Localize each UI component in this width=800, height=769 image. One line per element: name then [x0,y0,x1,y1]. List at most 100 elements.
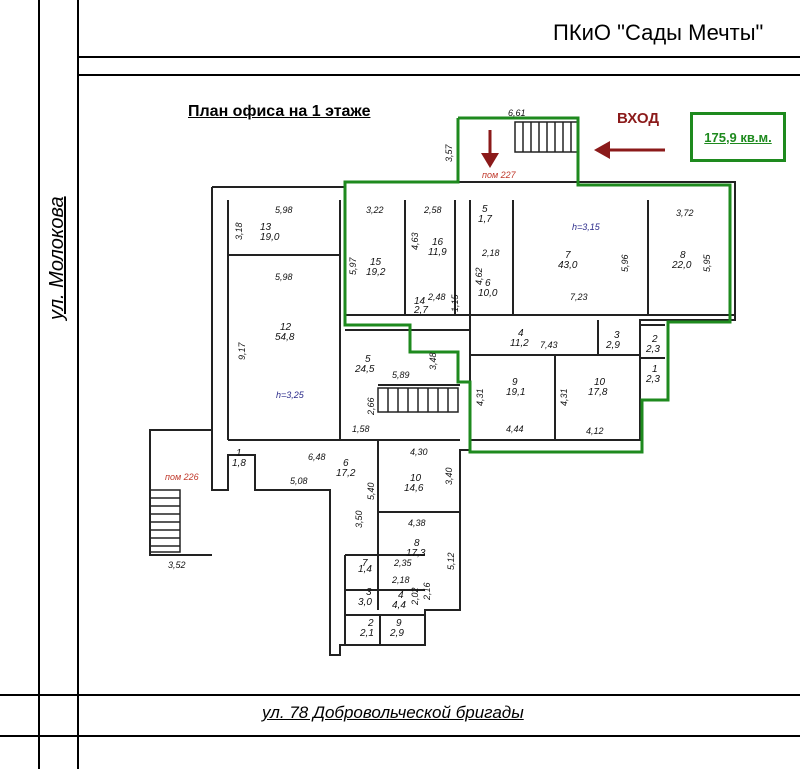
dimension-label: 4,44 [506,424,524,434]
dimension-label: 6,61 [508,108,526,118]
room-number: 8 [414,538,420,549]
room-area: 4,4 [392,600,406,611]
room-number: 2 [651,334,658,345]
room-number: 3 [614,330,620,341]
room-area: 22,0 [671,260,692,271]
room-area: 19,2 [366,267,386,278]
dimension-label: 7,23 [570,292,588,302]
dimension-label: 4,63 [410,232,420,250]
height-right: h=3,15 [572,222,601,232]
page-title: ПКиО "Сады Мечты" [553,20,764,45]
room-area: 19,1 [506,387,525,398]
room-area: 2,9 [605,340,620,351]
dimension-label: 1,58 [352,424,370,434]
room-area: 2,3 [645,374,660,385]
room-area: 43,0 [558,260,578,271]
dimension-label: 5,95 [702,253,712,272]
dimension-labels: 6,61 3,57 5,98 3,18 5,98 9,17 3,22 2,58 … [168,108,712,606]
room-number: 3 [366,587,372,598]
height-left: h=3,25 [276,390,305,400]
room-number: 6 [343,458,349,469]
room-area: 1,8 [232,458,246,469]
dimension-label: 4,12 [586,426,604,436]
room-area: 11,9 [428,247,447,258]
dimension-label: 5,96 [620,254,630,272]
room-number: 14 [414,296,426,307]
pom-227-label: пом 227 [482,170,517,180]
room-number: 4 [398,590,404,601]
room-area: 17,8 [588,387,608,398]
plan-title: План офиса на 1 этаже [188,103,371,120]
dimension-label: 5,97 [348,256,358,275]
room-area: 10,0 [478,288,498,299]
dimension-label: 1,15 [450,293,460,312]
room-number: 5 [482,204,488,215]
room-number: 5 [365,354,371,365]
dimension-label: 2,48 [427,292,446,302]
area-total-box: 175,9 кв.м. [690,112,786,162]
dimension-label: 4,62 [474,267,484,285]
room-number: 7 [565,250,571,261]
dimension-label: 3,48 [428,352,438,370]
dimension-label: 2,35 [393,558,413,568]
dimension-label: 5,89 [392,370,410,380]
dimension-label: 2,18 [391,575,410,585]
room-area: 14,6 [404,483,424,494]
room-area: 2,1 [359,628,374,639]
dimension-label: 4,31 [475,388,485,406]
dimension-label: 3,18 [234,222,244,240]
area-total-text: 175,9 кв.м. [704,129,772,145]
dimension-label: 3,57 [444,143,454,162]
room-number: 6 [485,278,491,289]
stairs-middle [377,387,459,413]
room-area: 3,0 [358,597,372,608]
dimension-label: 5,98 [275,272,293,282]
dimension-label: 4,31 [559,388,569,406]
room-number: 10 [410,473,422,484]
room-number: 10 [594,377,606,388]
dimension-label: 2,16 [422,582,432,601]
room-area: 24,5 [354,364,375,375]
dimension-label: 3,22 [366,205,384,215]
room-number: 9 [396,618,402,629]
dimension-label: 2,02 [410,587,420,606]
room-area: 2,9 [389,628,404,639]
room-number: 12 [280,322,292,333]
dimension-label: 9,17 [237,341,247,360]
dimension-label: 4,38 [408,518,426,528]
annex-226 [149,429,212,556]
room-area: 19,0 [260,232,280,243]
stairs-top [514,121,579,153]
dimension-label: 2,58 [423,205,442,215]
room-area: 1,7 [478,214,492,225]
room-area: 17,2 [336,468,356,479]
room-number: 2 [367,618,374,629]
dimension-label: 5,08 [290,476,308,486]
room-area: 11,2 [510,338,529,349]
dimension-label: 5,12 [446,552,456,570]
building-outline [211,181,736,656]
stairs-annex [149,489,181,553]
room-number: 15 [370,257,382,268]
dimension-label: 3,72 [676,208,694,218]
entry-arrow-head [594,141,610,159]
street-bottom-label: ул. 78 Добровольческой бригады [262,703,524,722]
room-number: 7 [362,558,368,569]
office-highlight [343,116,732,454]
dimension-label: 2,18 [481,248,500,258]
room-area: 2,3 [645,344,660,355]
dimension-label: 6,48 [308,452,326,462]
room-number: 8 [680,250,686,261]
room-area: 2,7 [413,305,428,316]
dimension-label: 3,52 [168,560,186,570]
pom-226-label: пом 226 [165,472,199,482]
dimension-label: 4,30 [410,447,428,457]
room-number: 13 [260,222,272,233]
room-number: 16 [432,237,444,248]
room-area: 54,8 [275,332,295,343]
dimension-label: 3,50 [354,510,364,528]
room-area: 17,3 [406,548,426,559]
room-area: 1,4 [358,564,372,575]
